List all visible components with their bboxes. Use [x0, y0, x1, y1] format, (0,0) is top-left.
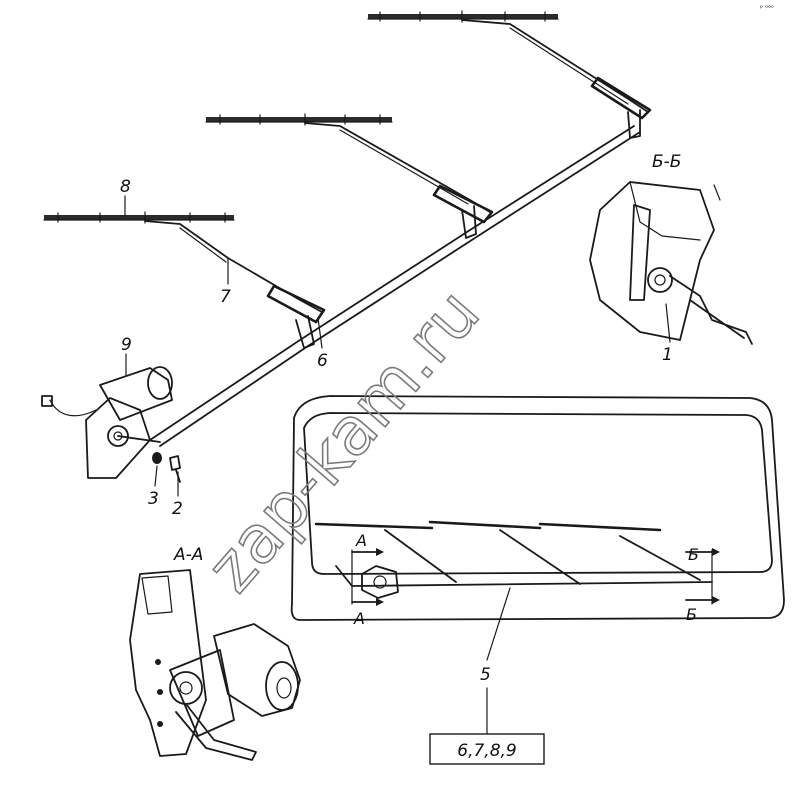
- section-bb-view: Б-Б 1: [589, 152, 753, 365]
- watermark: zap-kam.ru: [192, 275, 495, 607]
- assembly-box: [429, 733, 545, 765]
- frame-linkage: [351, 581, 713, 587]
- callout-label-9: 9: [121, 335, 132, 355]
- section-mark-a-top: А: [355, 531, 367, 550]
- callout-label-2: 2: [172, 499, 183, 519]
- aa-motor: [213, 623, 301, 717]
- aa-body-panel: [129, 569, 207, 757]
- wiper-linkage-exploded: [41, 10, 652, 483]
- wiper-motor: [41, 366, 173, 479]
- frame-motor: [361, 565, 399, 599]
- aa-crank-arm: [175, 703, 257, 761]
- callout-label-3: 3: [148, 489, 159, 509]
- section-mark-b-top: Б: [688, 545, 699, 564]
- callout-6: 6: [317, 317, 328, 371]
- callout-label-1: 1: [662, 345, 673, 365]
- wiper-arm-top: [461, 19, 649, 113]
- callout-9: 9: [121, 335, 132, 377]
- washer-part-3: [152, 452, 162, 464]
- cable-connector: [41, 395, 53, 407]
- callout-label-6: 6: [317, 351, 328, 371]
- section-bb-title: Б-Б: [652, 152, 681, 172]
- pivot-bracket-left: [295, 315, 315, 349]
- section-aa-title: А-А: [173, 545, 203, 565]
- callout-2: 2: [172, 471, 183, 519]
- frame-blade-2: [428, 520, 542, 530]
- arm-pivot-head-top: [590, 76, 652, 120]
- arm-pivot-head-left: [266, 284, 326, 324]
- frame-blade-3: [538, 522, 662, 532]
- callout-label-7: 7: [220, 287, 231, 307]
- linkage-rod: [149, 109, 641, 447]
- windshield-frame: А А Б Б 5 6,7,8,9: [290, 395, 785, 765]
- pivot-bracket-middle: [461, 205, 477, 239]
- motor-cable: [49, 399, 97, 417]
- pivot-bracket-top: [627, 109, 641, 139]
- wiper-blade-left: [43, 211, 235, 224]
- callout-label-8: 8: [120, 177, 131, 197]
- aa-mount-plate: [169, 649, 235, 737]
- cab-outline: [290, 395, 785, 621]
- windshield-glass: [303, 412, 773, 575]
- wiper-blade-top: [367, 10, 559, 23]
- callout-3: 3: [148, 465, 159, 509]
- callout-label-5: 5: [480, 665, 491, 685]
- corner-note: ᵖ ᵒᵒᵒ: [760, 4, 774, 12]
- frame-arms: [384, 529, 701, 585]
- section-mark-b-bottom: Б: [686, 605, 697, 624]
- wiper-arm-middle: [304, 122, 491, 213]
- section-aa-view: А-А: [129, 545, 301, 761]
- wiper-blade-middle: [205, 113, 393, 126]
- bb-body-panel: [589, 181, 715, 341]
- section-mark-a-bottom: А: [353, 609, 365, 628]
- frame-motor-cable: [335, 565, 353, 587]
- wiper-arm-left: [144, 220, 323, 313]
- callout-7: 7: [220, 257, 231, 307]
- callout-8: 8: [120, 177, 131, 217]
- frame-blade-1: [314, 522, 434, 530]
- assembly-box-label: 6,7,8,9: [457, 741, 516, 761]
